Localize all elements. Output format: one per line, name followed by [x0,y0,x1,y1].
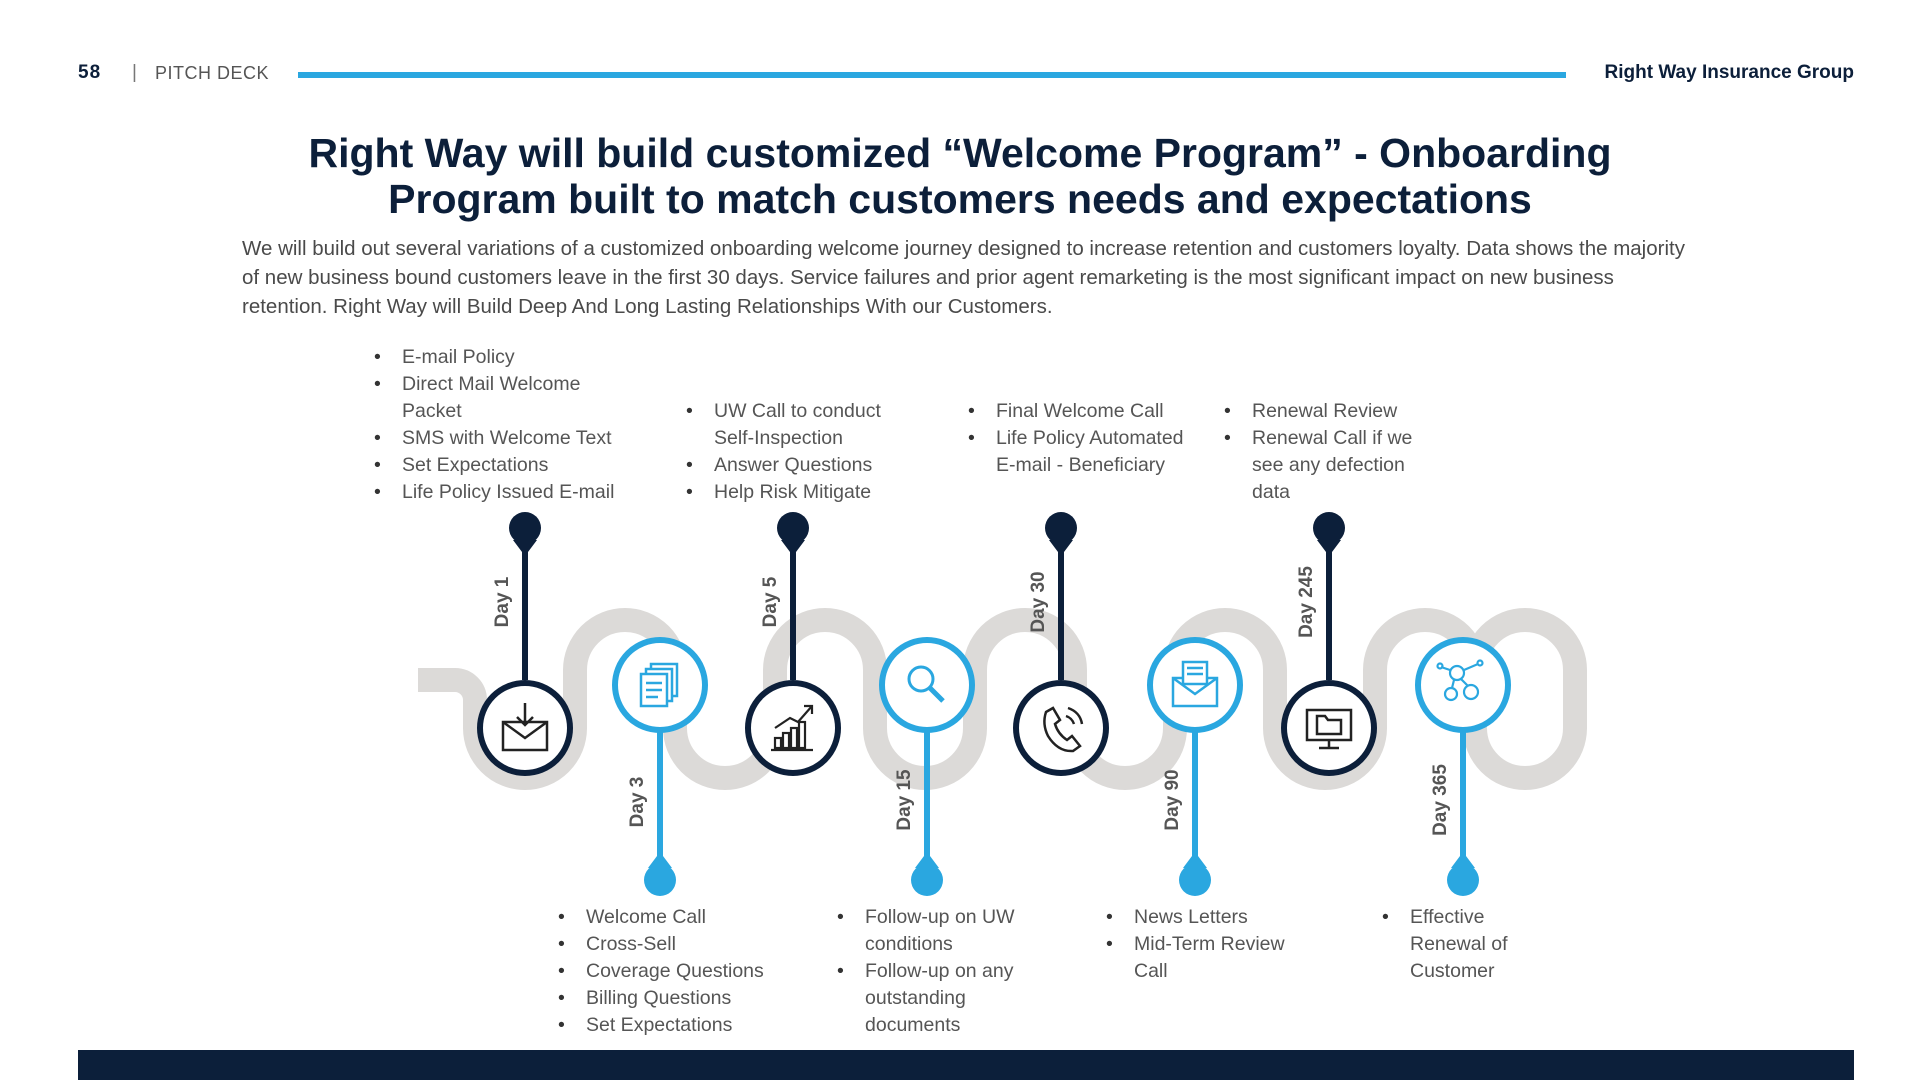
list-item: Welcome Call [556,904,816,931]
growth-chart-icon [771,704,814,752]
list-item: E-mail Policy [372,344,642,371]
header-separator: | [132,62,137,83]
milestone-6-list: News Letters Mid-Term Review Call [1104,904,1304,985]
footer-bar [78,1050,1854,1080]
milestone-4-list: Follow-up on UW conditions Follow-up on … [835,904,1035,1039]
milestone-3-list: UW Call to conduct Self-Inspection Answe… [684,398,914,506]
milestone-5-list: Final Welcome Call Life Policy Automated… [966,398,1186,479]
list-item: Coverage Questions [556,958,816,985]
day-label: Day 365 [1430,764,1451,836]
list-item: Answer Questions [684,452,914,479]
customer-network-icon [1436,659,1484,702]
milestone-day-1: Day 1 [477,512,573,776]
day-label: Day 15 [894,769,915,831]
milestone-day-5: Day 5 [745,512,841,776]
monitor-folder-icon [1305,708,1353,750]
header-rule [298,72,1566,78]
list-item: Follow-up on any outstanding documents [835,958,1035,1039]
list-item: Life Policy Issued E-mail [372,479,642,506]
milestone-day-3: Day 3 [612,637,708,896]
list-item: Help Risk Mitigate [684,479,914,506]
list-item: Follow-up on UW conditions [835,904,1035,958]
day-label: Day 5 [760,576,781,627]
day-label: Day 245 [1296,566,1317,638]
page-number: 58 [78,62,102,83]
day-label: Day 30 [1028,571,1049,632]
milestone-2-list: Welcome Call Cross-Sell Coverage Questio… [556,904,816,1039]
list-item: Set Expectations [556,1012,816,1039]
milestone-day-15: Day 15 [879,637,975,896]
list-item: UW Call to conduct Self-Inspection [684,398,914,452]
milestone-7-list: Renewal Review Renewal Call if we see an… [1222,398,1432,506]
list-item: Set Expectations [372,452,642,479]
phone-icon [1043,706,1084,753]
intro-paragraph: We will build out several variations of … [242,237,1685,318]
day-label: Day 90 [1162,769,1183,830]
deck-label: PITCH DECK [155,63,270,83]
day-label: Day 3 [627,777,648,828]
slide-title: Right Way will build customized “Welcome… [308,130,1612,222]
list-item: Mid-Term Review Call [1104,931,1304,985]
newsletter-icon [1171,660,1219,708]
list-item: Cross-Sell [556,931,816,958]
milestone-day-245: Day 245 [1281,512,1377,776]
mail-download-icon [501,703,549,752]
list-item: Billing Questions [556,985,816,1012]
milestone-day-365: Day 365 [1415,637,1511,896]
milestone-1-list: E-mail Policy Direct Mail Welcome Packet… [372,344,642,506]
search-icon [907,665,945,703]
list-item: Effective Renewal of Customer [1380,904,1550,985]
milestone-day-90: Day 90 [1147,637,1243,896]
list-item: Final Welcome Call [966,398,1186,425]
documents-icon [639,662,679,708]
list-item: SMS with Welcome Text [372,425,642,452]
milestone-8-list: Effective Renewal of Customer [1380,904,1550,985]
list-item: Renewal Review [1222,398,1432,425]
list-item: Life Policy Automated E-mail - Beneficia… [966,425,1186,479]
company-name: Right Way Insurance Group [1604,62,1855,83]
milestone-day-30: Day 30 [1013,512,1109,776]
day-label: Day 1 [492,576,513,627]
timeline-road [418,608,1587,790]
list-item: News Letters [1104,904,1304,931]
list-item: Direct Mail Welcome Packet [372,371,642,425]
list-item: Renewal Call if we see any defection dat… [1222,425,1432,506]
